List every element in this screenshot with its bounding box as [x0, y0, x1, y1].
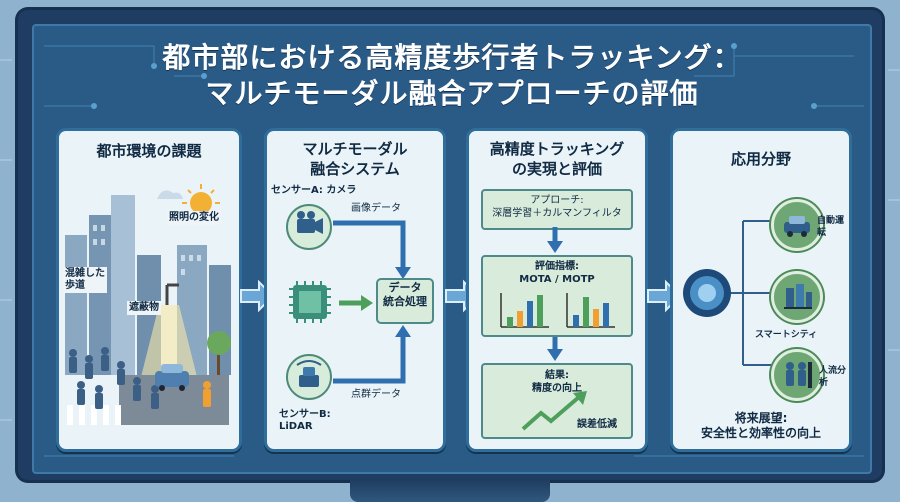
- label-autonomous-driving: 自動運転: [817, 216, 845, 238]
- people-flow-icon: [771, 349, 823, 401]
- label-occlusion: 遮蔽物: [127, 301, 161, 315]
- panel-urban-challenges: 都市環境の課題: [56, 128, 242, 452]
- result-box: 結果: 精度の向上 誤差低減: [481, 363, 633, 439]
- metrics-bar-charts: [500, 293, 615, 328]
- panel-fusion-system: マルチモーダル 融合システム センサーA: カメラ 画像データ: [264, 128, 446, 452]
- future-outlook: 将来展望: 安全性と効率性の向上: [700, 411, 821, 440]
- label-error-reduction: 誤差低減: [577, 419, 617, 430]
- label-point-cloud: 点群データ: [351, 389, 401, 400]
- label-crowded-sidewalk: 混雑した 歩道: [63, 267, 107, 293]
- title-line-2: マルチモーダル融合アプローチの評価: [205, 77, 699, 110]
- hub-lens-icon: [683, 269, 731, 317]
- metrics-label: 評価指標: MOTA / MOTP: [519, 261, 595, 285]
- panel-heading: 都市環境の課題: [96, 142, 202, 160]
- panel-heading: マルチモーダル 融合システム: [302, 140, 408, 178]
- panel-heading: 高精度トラッキング の実現と評価: [489, 140, 625, 178]
- title-line-1: 都市部における高精度歩行者トラッキング：: [162, 41, 742, 74]
- car-icon: [155, 364, 189, 391]
- label-sensor-a: センサーA: カメラ: [271, 185, 357, 196]
- metrics-box: 評価指標: MOTA / MOTP: [481, 255, 633, 337]
- result-label: 結果: 精度の向上: [532, 370, 582, 394]
- tree-icon: [207, 331, 231, 375]
- pedestrian-crowd: [69, 347, 159, 409]
- label-people-flow: 人流分析: [819, 366, 847, 388]
- processor-chip-icon: [289, 281, 331, 323]
- application-hub-diagram: [683, 220, 773, 366]
- approach-box: アプローチ: 深層学習＋カルマンフィルタ: [481, 189, 633, 230]
- panel-applications: 応用分野 自動運転 スマートシティ 人流分析 将来展望: 安全性と効率性の向上: [670, 128, 852, 452]
- fusion-box: [376, 278, 434, 324]
- down-arrow-2: [547, 337, 563, 361]
- trend-arrow-icon: [521, 391, 587, 431]
- lidar-icon: [286, 354, 332, 400]
- page-title: 都市部における高精度歩行者トラッキング： マルチモーダル融合アプローチの評価: [34, 40, 870, 112]
- fusion-diagram: [286, 204, 434, 400]
- down-arrow-1: [547, 227, 563, 253]
- smart-city-icon: [771, 271, 823, 323]
- camera-icon: [286, 204, 332, 250]
- panel-heading: 応用分野: [730, 150, 791, 168]
- label-fusion: データ 統合処理: [383, 281, 427, 308]
- panel-tracking-evaluation: 高精度トラッキング の実現と評価 アプローチ: 深層学習＋カルマンフィルタ 評価…: [466, 128, 648, 452]
- car-icon: [771, 199, 823, 251]
- monitor-stand: [350, 480, 550, 502]
- screen-circuit-lines: [44, 43, 864, 457]
- label-sensor-b: センサーB: LiDAR: [279, 409, 331, 432]
- highlighted-pedestrian: [203, 381, 211, 407]
- label-image-data: 画像データ: [351, 203, 401, 214]
- label-lighting: 照明の変化: [167, 211, 221, 225]
- label-smart-city: スマートシティ: [755, 330, 818, 340]
- screen: 都市部における高精度歩行者トラッキング： マルチモーダル融合アプローチの評価 都…: [32, 24, 872, 474]
